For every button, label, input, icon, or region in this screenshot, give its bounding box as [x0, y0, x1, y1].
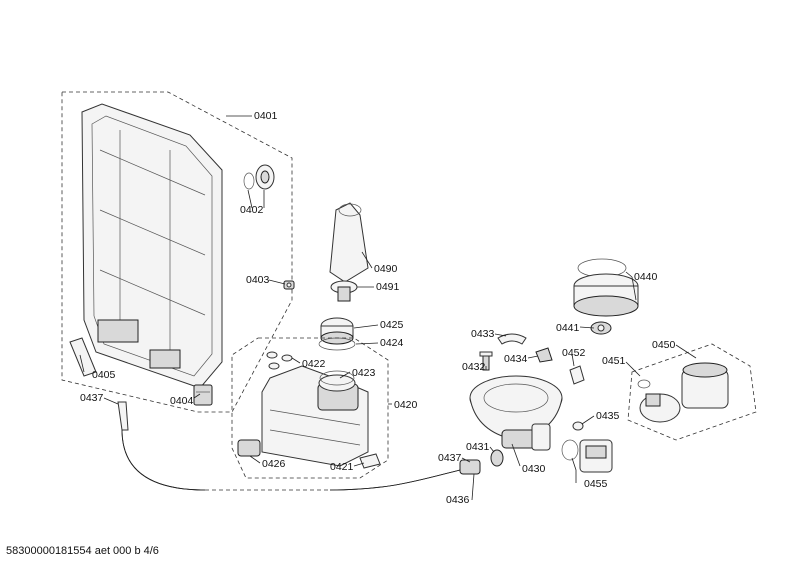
label-0425: 0425 — [380, 319, 404, 331]
label-0455: 0455 — [584, 478, 608, 490]
label-0434: 0434 — [504, 353, 528, 365]
pump-motor-0450[interactable] — [639, 362, 729, 423]
label-0433: 0433 — [471, 328, 495, 340]
label-0490: 0490 — [374, 263, 398, 275]
clip-0421[interactable] — [359, 453, 381, 469]
document-id: 58300000181554 aet 000 b 4/6 — [6, 545, 159, 557]
panel-connector-block — [97, 319, 139, 343]
side-panel[interactable] — [81, 103, 223, 389]
panel-lower-block — [149, 349, 181, 369]
label-0437-left: 0437 — [80, 392, 104, 404]
label-0426: 0426 — [262, 458, 286, 470]
pump-group — [627, 343, 757, 441]
cover-0433[interactable] — [497, 333, 527, 345]
fitting-0403[interactable] — [283, 280, 295, 290]
sump-0430[interactable] — [469, 375, 563, 451]
label-0451: 0451 — [602, 355, 626, 367]
label-0437-right: 0437 — [438, 452, 462, 464]
latch-0434[interactable] — [535, 347, 553, 363]
cap-0491[interactable] — [330, 280, 358, 302]
grommet-0431[interactable] — [490, 449, 504, 467]
seal-0451[interactable] — [637, 379, 651, 389]
label-0404: 0404 — [170, 395, 194, 407]
label-0420: 0420 — [394, 399, 418, 411]
label-0441: 0441 — [556, 322, 580, 334]
panel-assembly-group — [61, 91, 293, 413]
label-0491: 0491 — [376, 281, 400, 293]
cap-0425[interactable] — [320, 317, 354, 345]
label-0440: 0440 — [634, 271, 658, 283]
impeller-0441[interactable] — [590, 321, 612, 335]
label-0431: 0431 — [466, 441, 490, 453]
label-0432: 0432 — [462, 361, 486, 373]
pump-head-0440[interactable] — [573, 258, 639, 317]
connector-0426[interactable] — [237, 439, 261, 457]
label-0421: 0421 — [330, 461, 354, 473]
label-0423: 0423 — [352, 367, 376, 379]
small-ring-b — [281, 354, 293, 362]
small-ring-c — [268, 362, 280, 370]
label-0422: 0422 — [302, 358, 326, 370]
ring-0435[interactable] — [572, 421, 584, 431]
pump-group-outline — [627, 343, 757, 441]
label-0435: 0435 — [596, 410, 620, 422]
label-0401: 0401 — [254, 110, 278, 122]
drain-hose[interactable] — [117, 401, 481, 491]
label-0424: 0424 — [380, 337, 404, 349]
label-0436: 0436 — [446, 494, 470, 506]
label-0402: 0402 — [240, 204, 264, 216]
label-0452: 0452 — [562, 347, 586, 359]
softener-group — [231, 337, 389, 479]
clip-0405[interactable] — [69, 337, 97, 377]
ring-seal-0402[interactable] — [243, 164, 275, 190]
panel-group-outline — [61, 91, 293, 413]
label-0450: 0450 — [652, 339, 676, 351]
hose-end-fitting — [459, 459, 481, 475]
label-0405: 0405 — [92, 369, 116, 381]
ring-0423[interactable] — [319, 370, 355, 386]
label-0430: 0430 — [522, 463, 546, 475]
screw-0432[interactable] — [479, 351, 493, 371]
dispenser-0490[interactable] — [329, 202, 369, 283]
softener-group-outline — [231, 337, 389, 479]
sensor-0404[interactable] — [193, 384, 213, 406]
leader-lines — [79, 115, 697, 501]
label-0403: 0403 — [246, 274, 270, 286]
small-ring-a — [266, 351, 278, 359]
module-0455[interactable] — [561, 439, 613, 473]
clip-0452[interactable] — [569, 365, 585, 385]
